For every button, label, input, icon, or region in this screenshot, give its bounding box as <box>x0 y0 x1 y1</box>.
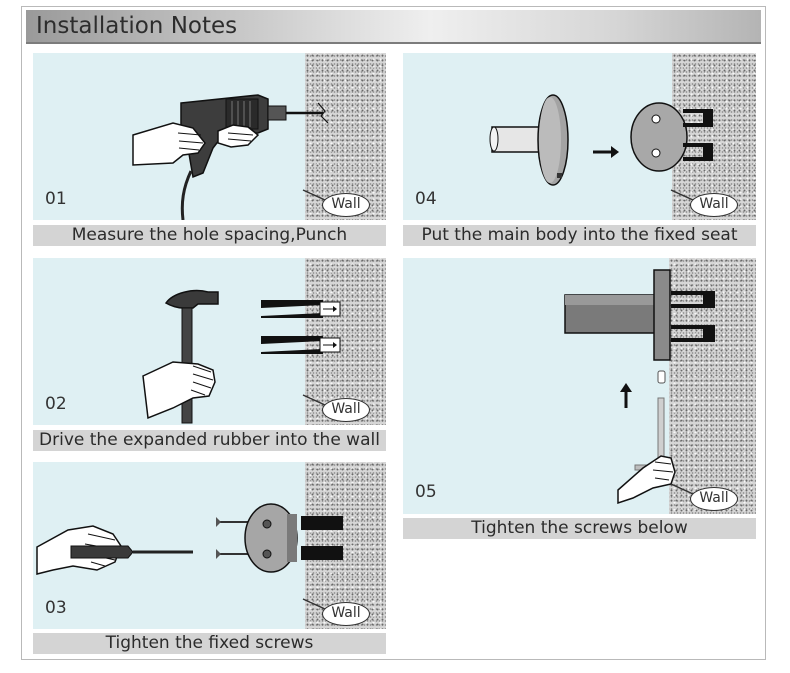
step-number: 02 <box>45 394 67 414</box>
wall-label: Wall <box>322 193 370 217</box>
step-number: 03 <box>45 598 67 618</box>
step-number: 05 <box>415 482 437 502</box>
step-05-panel: 05 Wall <box>403 258 756 514</box>
wall-label: Wall <box>322 602 370 626</box>
step-05-caption: Tighten the screws below <box>403 518 756 539</box>
step-01-caption: Measure the hole spacing,Punch <box>33 225 386 246</box>
step-02-caption: Drive the expanded rubber into the wall <box>33 430 386 451</box>
wall-pointer-icon <box>302 189 326 201</box>
step-03-caption: Tighten the fixed screws <box>33 633 386 654</box>
wall-texture <box>305 258 386 425</box>
step-04-panel: 04 Wall <box>403 53 756 220</box>
flange-icon <box>489 94 713 201</box>
page-title: Installation Notes <box>36 13 238 39</box>
wall-texture <box>305 462 386 629</box>
wall-label: Wall <box>690 487 738 511</box>
header-bar: Installation Notes <box>26 10 761 44</box>
step-number: 01 <box>45 189 67 209</box>
step-03-panel: 03 Wall <box>33 462 386 629</box>
drill-icon <box>132 94 329 220</box>
step-number: 04 <box>415 189 437 209</box>
wall-texture <box>305 53 386 220</box>
wall-label: Wall <box>322 398 370 422</box>
wall-label: Wall <box>690 193 738 217</box>
step-01-panel: 01 Wall <box>33 53 386 220</box>
screwdriver-icon <box>36 503 343 610</box>
step-04-caption: Put the main body into the fixed seat <box>403 225 756 246</box>
step-02-panel: 02 Wall <box>33 258 386 425</box>
arrow-icon <box>564 269 715 505</box>
hammer-icon <box>142 289 341 424</box>
